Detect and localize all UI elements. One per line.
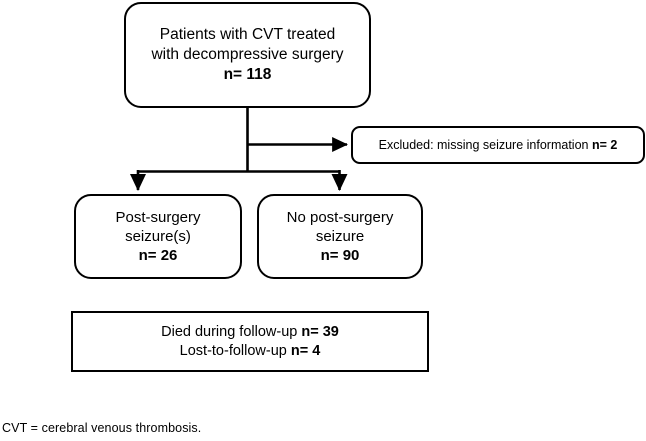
node-seizure-line-1: Post-surgery [115,208,201,226]
figure-footnote: CVT = cerebral venous thrombosis. [2,421,202,435]
node-followup-outcomes: Died during follow-up n= 39 Lost-to-foll… [71,311,429,372]
node-root-cohort: Patients with CVT treated with decompres… [124,2,371,108]
node-outcomes-lost-label: Lost-to-follow-up [179,342,291,359]
node-outcomes-lost-count: n= 4 [290,342,321,359]
node-excluded: Excluded: missing seizure information n=… [351,126,645,164]
node-noseizure-line-1: No post-surgery [286,208,394,226]
node-outcomes-died-label: Died during follow-up [161,323,302,340]
node-outcomes-died-count: n= 39 [301,323,339,340]
node-post-surgery-seizure: Post-surgery seizure(s) n= 26 [74,194,242,279]
node-excluded-count: n= 2 [591,138,618,152]
node-noseizure-count: n= 90 [320,247,360,265]
node-root-line-1: Patients with CVT treated [159,26,336,44]
node-root-count: n= 118 [223,65,272,83]
node-seizure-count: n= 26 [138,247,178,265]
node-seizure-line-2: seizure(s) [125,227,191,245]
node-outcomes-row-2: Lost-to-follow-up n= 4 [180,342,321,361]
node-excluded-text: Excluded: missing seizure information n=… [379,137,618,153]
node-noseizure-line-2: seizure [315,227,365,245]
node-outcomes-row-1: Died during follow-up n= 39 [161,323,339,342]
node-no-post-surgery-seizure: No post-surgery seizure n= 90 [257,194,423,279]
node-root-line-2: with decompressive surgery [151,46,344,64]
node-excluded-prefix: Excluded: missing seizure information [378,138,592,152]
